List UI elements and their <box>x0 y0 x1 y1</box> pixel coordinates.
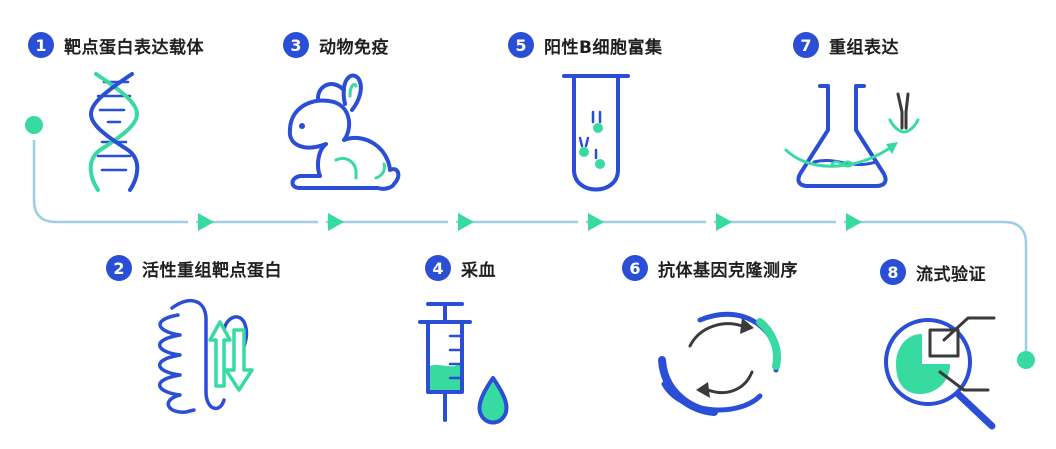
timeline <box>32 140 1028 352</box>
step-3: 3 动物免疫 <box>283 30 389 60</box>
magnifier-pie-chart-icon <box>884 316 996 430</box>
step-label: 重组表达 <box>829 37 899 58</box>
step-number-badge: 7 <box>793 32 819 58</box>
test-tube-icon <box>562 74 630 192</box>
step-number-badge: 1 <box>28 32 54 58</box>
rabbit-icon <box>287 73 401 191</box>
step-5: 5 阳性B细胞富集 <box>508 30 662 60</box>
step-label: 采血 <box>461 260 496 281</box>
protein-structure-icon <box>158 298 254 414</box>
step-label: 流式验证 <box>916 264 986 285</box>
arrow-icon <box>716 213 732 231</box>
timeline-end-dot <box>1017 351 1035 369</box>
step-label: 抗体基因克隆测序 <box>658 260 798 281</box>
step-label: 阳性B细胞富集 <box>544 37 663 58</box>
timeline-arrows <box>198 213 862 231</box>
syringe-icon <box>418 302 509 425</box>
timeline-start-dot <box>25 116 43 134</box>
step-number-badge: 6 <box>622 255 648 281</box>
step-number-badge: 2 <box>106 255 132 281</box>
step-label: 靶点蛋白表达载体 <box>64 37 204 58</box>
step-8: 8 流式验证 <box>880 257 986 287</box>
arrow-icon <box>588 213 604 231</box>
dna-helix-icon <box>88 72 140 192</box>
step-1: 1 靶点蛋白表达载体 <box>28 30 204 60</box>
step-4: 4 采血 <box>425 253 496 283</box>
step-2: 2 活性重组靶点蛋白 <box>106 253 282 283</box>
step-6: 6 抗体基因克隆测序 <box>622 253 798 283</box>
step-number-badge: 3 <box>283 32 309 58</box>
arrow-icon <box>846 213 862 231</box>
step-number-badge: 5 <box>508 32 534 58</box>
circular-plasmid-icon <box>658 311 781 416</box>
arrow-icon <box>458 213 474 231</box>
step-7: 7 重组表达 <box>793 30 899 60</box>
flask-icon <box>784 84 920 188</box>
arrow-icon <box>328 213 344 231</box>
step-number-badge: 4 <box>425 255 451 281</box>
arrow-icon <box>198 213 214 231</box>
step-label: 活性重组靶点蛋白 <box>142 260 282 281</box>
step-number-badge: 8 <box>880 259 906 285</box>
step-label: 动物免疫 <box>319 37 389 58</box>
